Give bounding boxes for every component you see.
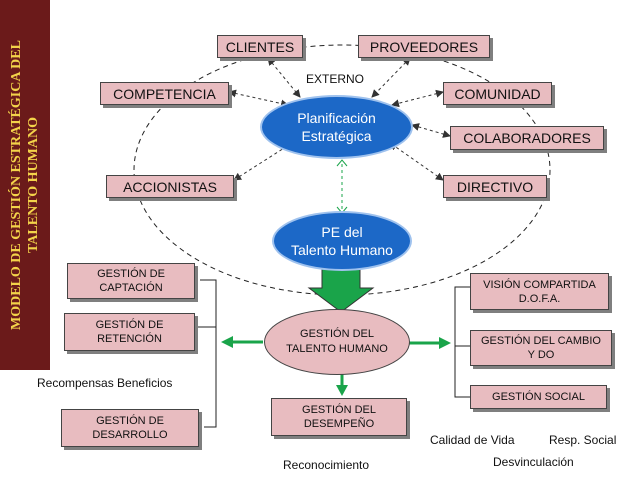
gestion-desempeno-box: GESTIÓN DEL DESEMPEÑO [271,398,407,436]
retencion-line-2: RETENCIÓN [97,333,162,345]
resp-social-label: Resp. Social [549,433,617,447]
vision-compartida-box: VISIÓN COMPARTIDA D.O.F.A. [470,273,609,310]
link-colaboradores [411,123,451,138]
vision-line-2: D.O.F.A. [518,292,561,305]
gestion-captacion-box: GESTIÓN DE CAPTACIÓN [67,263,195,299]
sidebar-title-line-2: TALENTO HUMANO [26,117,41,253]
link-competencia [228,89,289,108]
reconocimiento-label: Reconocimiento [283,458,370,472]
desempeno-line-2: DESEMPEÑO [303,418,375,430]
desvinculacion-label: Desvinculación [493,455,574,469]
accionistas-box: ACCIONISTAS [106,175,234,198]
desempeno-line-1: GESTIÓN DEL [302,404,376,416]
gestion-desarrollo-box: GESTIÓN DE DESARROLLO [61,409,199,447]
link-directivo [389,142,444,181]
vision-line-1: VISIÓN COMPARTIDA [483,278,596,291]
colaboradores-box: COLABORADORES [450,126,604,150]
right-bracket [454,286,470,398]
planificacion-line-2: Estratégica [301,128,372,144]
link-comunidad [391,89,444,108]
pe-talento-line-1: PE del [321,224,363,240]
desarrollo-line-1: GESTIÓN DE [96,415,164,427]
planificacion-line-1: Planificación [297,110,376,126]
link-proveedores [371,57,411,98]
gestion-talento-line-2: TALENTO HUMANO [286,343,388,355]
comunidad-box: COMUNIDAD [443,82,552,105]
gestion-talento-line-1: GESTIÓN DEL [300,328,374,340]
calidad-vida-label: Calidad de Vida [430,433,515,447]
sidebar-title: MODELO DE GESTIÓN ESTRATÉGICA DEL TALENT… [8,0,42,370]
gestion-cambio-box: GESTIÓN DEL CAMBIO Y DO [470,330,612,366]
proveedores-box: PROVEEDORES [358,35,490,58]
pe-talento-line-2: Talento Humano [291,242,393,258]
retencion-items-label: Recompensas Beneficios [37,376,173,390]
big-down-arrow [307,267,375,313]
captacion-line-1: GESTIÓN DE [97,268,165,280]
retencion-line-1: GESTIÓN DE [95,319,164,331]
competencia-box: COMPETENCIA [100,82,229,105]
desarrollo-line-2: DESARROLLO [92,429,168,441]
link-clientes [267,57,301,98]
cambio-line-2: Y DO [527,349,555,361]
gestion-social-box: GESTIÓN SOCIAL [470,385,607,409]
planificacion-ellipse: Planificación Estratégica [260,95,413,159]
left-bracket [200,279,217,428]
sidebar-title-line-1: MODELO DE GESTIÓN ESTRATÉGICA DEL [9,40,24,330]
captacion-line-2: CAPTACIÓN [99,282,163,294]
gestion-talento-ellipse: GESTIÓN DEL TALENTO HUMANO [264,309,410,375]
externo-label: EXTERNO [306,72,365,86]
sidebar-title-panel: MODELO DE GESTIÓN ESTRATÉGICA DEL TALENT… [0,0,50,370]
directivo-box: DIRECTIVO [443,175,547,198]
gestion-retencion-box: GESTIÓN DE RETENCIÓN [64,313,195,351]
clientes-box: CLIENTES [217,35,303,58]
pe-talento-ellipse: PE del Talento Humano [272,211,412,271]
cambio-line-1: GESTIÓN DEL CAMBIO [480,335,601,347]
